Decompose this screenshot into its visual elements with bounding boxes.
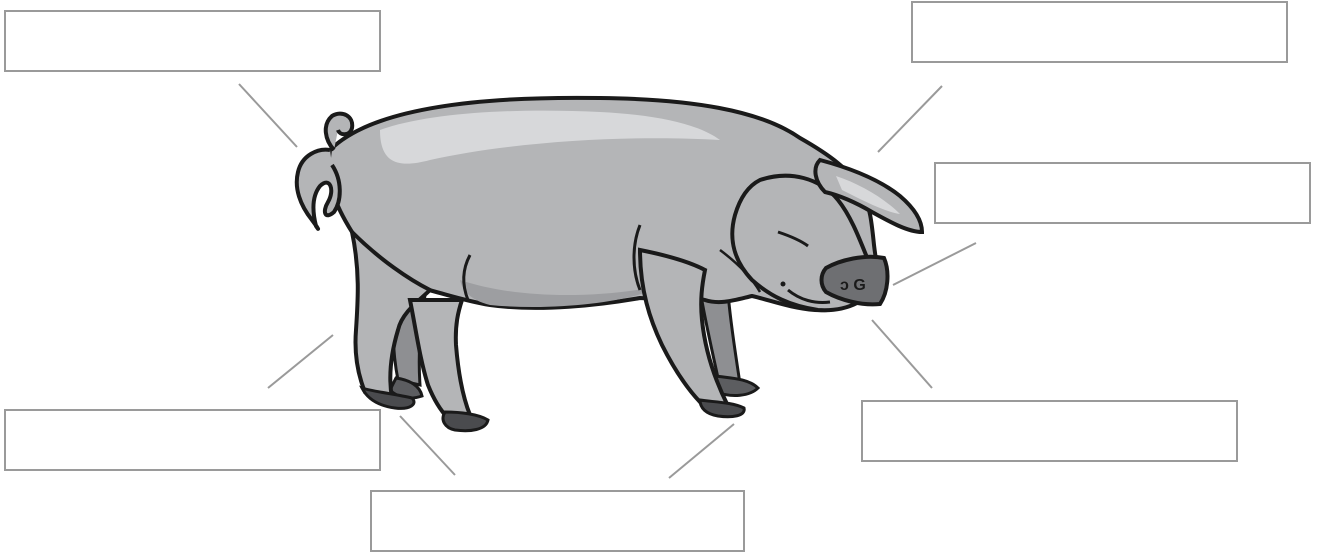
label-box-hind-leg[interactable] — [4, 409, 381, 471]
label-box-tail[interactable] — [4, 10, 381, 72]
leader-line-mouth — [872, 320, 932, 388]
pig-hoof-hind-far — [443, 412, 488, 431]
label-box-mouth[interactable] — [861, 400, 1238, 462]
pig-nostrils: ɔ G — [840, 277, 866, 294]
label-box-ear[interactable] — [911, 1, 1288, 63]
leader-line-ear — [878, 86, 942, 152]
leader-line-hind-leg — [268, 335, 333, 388]
leader-line-snout — [893, 243, 976, 285]
leader-line-front-hoof — [669, 424, 734, 478]
label-box-snout[interactable] — [934, 162, 1311, 224]
leader-line-tail — [239, 84, 297, 147]
pig-hoof-front — [700, 400, 744, 417]
pig-cheek-dot — [781, 282, 786, 287]
label-box-hooves[interactable] — [370, 490, 745, 552]
